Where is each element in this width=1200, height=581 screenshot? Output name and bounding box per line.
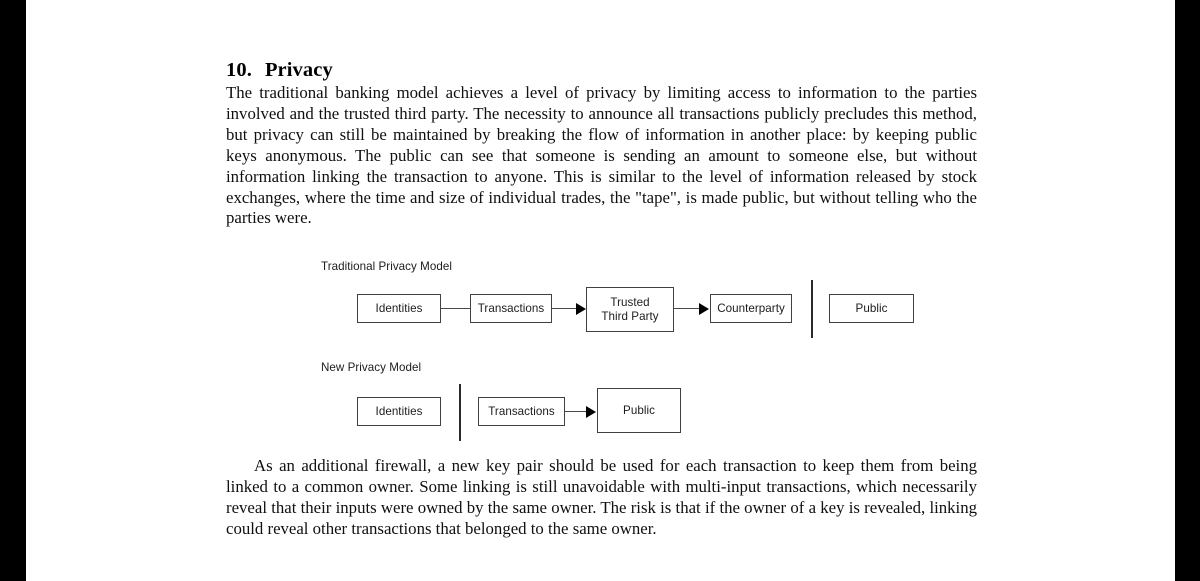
node-public-new: Public [597, 388, 681, 433]
privacy-boundary-divider-new [459, 384, 461, 441]
node-identities-new: Identities [357, 397, 441, 426]
connector-transactions-to-ttp [552, 308, 577, 310]
section-title: Privacy [264, 59, 333, 81]
arrowhead-ttp-to-counterparty [699, 303, 709, 315]
node-trusted-third-party-line1: Trusted [610, 296, 650, 310]
connector-identities-to-transactions [441, 308, 470, 310]
node-identities-traditional: Identities [357, 294, 441, 323]
node-transactions-new: Transactions [478, 397, 565, 426]
figure-title-traditional: Traditional Privacy Model [321, 260, 452, 273]
node-trusted-third-party-line2: Third Party [601, 309, 659, 323]
paragraph-intro: The traditional banking model achieves a… [226, 83, 977, 228]
figure-title-new: New Privacy Model [321, 361, 422, 374]
connector-transactions-to-public [565, 411, 587, 413]
node-public-traditional: Public [829, 294, 914, 323]
section-number: 10. [226, 59, 252, 81]
figure-new-privacy-model: New Privacy Model Identities Transaction… [321, 361, 941, 441]
paragraph-firewall: As an additional firewall, a new key pai… [226, 456, 977, 538]
node-counterparty: Counterparty [710, 294, 792, 323]
privacy-boundary-divider-traditional [811, 280, 813, 338]
page-title: 10. Privacy [226, 59, 333, 82]
arrowhead-transactions-to-ttp [576, 303, 586, 315]
page-content-column: 10. Privacy The traditional banking model… [226, 0, 986, 581]
document-page: 10. Privacy The traditional banking model… [26, 0, 1175, 581]
connector-ttp-to-counterparty [674, 308, 700, 310]
figure-traditional-privacy-model: Traditional Privacy Model Identities Tra… [321, 260, 941, 345]
arrowhead-transactions-to-public [586, 406, 596, 418]
node-trusted-third-party: Trusted Third Party [586, 287, 674, 332]
node-transactions-traditional: Transactions [470, 294, 552, 323]
